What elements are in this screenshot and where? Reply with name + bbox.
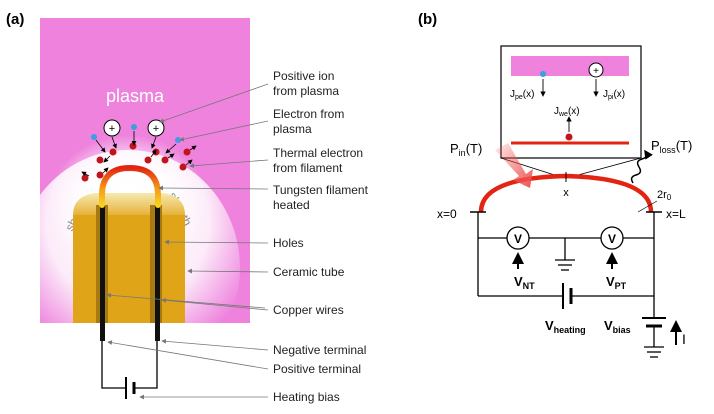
- callout-holes: Holes: [273, 236, 304, 250]
- callout-arrows: [106, 83, 269, 400]
- plasma-label: plasma: [106, 86, 165, 106]
- positive-ion-symbol: +: [109, 123, 115, 135]
- j-pe-label: Jpe(x): [510, 89, 534, 101]
- v-bias-label: Vbias: [604, 318, 631, 335]
- thermal-electron: [152, 148, 160, 156]
- voltmeter-nt: [506, 226, 530, 250]
- callout-thermal-electron: Thermal electron: [273, 146, 363, 160]
- thermal-electron: [183, 148, 191, 156]
- ceramic-tube: [73, 215, 185, 323]
- j-pi-label: Jpi(x): [603, 89, 625, 101]
- panel-a: (a) plasma sheath sheath + +: [6, 11, 369, 404]
- callout-ceramic-tube: Ceramic tube: [273, 265, 345, 279]
- copper-wire-left: [100, 203, 105, 341]
- callout-positive-ion: Positive ion: [273, 69, 334, 83]
- positive-ion-symbol: +: [153, 123, 159, 135]
- callout-thermal-electron-2: from filament: [273, 161, 343, 175]
- v-pt-label: VPT: [606, 274, 627, 291]
- p-loss-squiggle: [630, 149, 653, 184]
- circuit-wires: [477, 212, 666, 358]
- ceramic-tube-top: [73, 193, 185, 215]
- thermal-electron: [81, 174, 89, 182]
- p-loss-label: Ploss(T): [651, 138, 692, 155]
- plasma-electron: [131, 124, 137, 130]
- inset-plasma: [511, 56, 629, 76]
- callout-electron-plasma-2: plasma: [273, 122, 312, 136]
- v-heating-label: Vheating: [545, 318, 586, 335]
- callout-positive-ion-2: from plasma: [273, 84, 339, 98]
- inset-ion-symbol: +: [593, 66, 599, 77]
- p-in-label: Pin(T): [450, 141, 482, 158]
- radius-label: 2r0: [657, 189, 672, 202]
- thermal-electron: [96, 156, 104, 164]
- panel-a-label: (a): [6, 11, 24, 28]
- thermal-electron: [96, 171, 104, 179]
- x0-label: x=0: [437, 207, 457, 221]
- particles: + +: [81, 119, 197, 182]
- thermal-electron: [179, 163, 187, 171]
- current-label: I: [682, 331, 686, 347]
- callout-electron-plasma: Electron from: [273, 107, 344, 121]
- inset-electron: [540, 71, 546, 77]
- p-in-arrow: [495, 143, 533, 188]
- callout-negative-terminal: Negative terminal: [273, 343, 366, 357]
- panel-b-label: (b): [418, 11, 437, 28]
- voltmeter-nt-symbol: V: [514, 232, 522, 246]
- callout-positive-terminal: Positive terminal: [273, 362, 361, 376]
- inset-thermal-electron: [565, 133, 573, 141]
- x-position-label: x: [563, 187, 569, 199]
- v-nt-label: VNT: [514, 274, 535, 291]
- thermal-electron: [161, 156, 169, 164]
- tungsten-filament: [99, 164, 161, 208]
- callout-filament-2: heated: [273, 198, 310, 212]
- thermal-electron: [109, 148, 117, 156]
- thermal-electron: [129, 142, 137, 150]
- thermal-electron: [144, 156, 152, 164]
- callout-filament: Tungsten filament: [273, 183, 369, 197]
- voltmeter-pt-symbol: V: [608, 232, 616, 246]
- j-we-label: Jwe(x): [554, 106, 580, 118]
- inset-box: + Jpe(x) Jpi(x) Jwe(x): [500, 45, 642, 159]
- copper-wire-right: [155, 203, 160, 341]
- voltmeter-pt: [600, 226, 624, 250]
- positive-ion: [103, 119, 121, 137]
- callout-heating-bias: Heating bias: [273, 390, 340, 404]
- callout-copper-wires: Copper wires: [273, 303, 344, 317]
- plasma-electron: [91, 134, 97, 140]
- heating-bias-circuit: [101, 341, 158, 399]
- filament-arc: [478, 173, 654, 213]
- inset-ion: [588, 62, 604, 78]
- positive-ion: [147, 119, 165, 137]
- panel-b: (b) + Jpe(x) Jpi(x) Jwe(x) Pin(T): [418, 11, 692, 358]
- xL-label: x=L: [666, 207, 686, 221]
